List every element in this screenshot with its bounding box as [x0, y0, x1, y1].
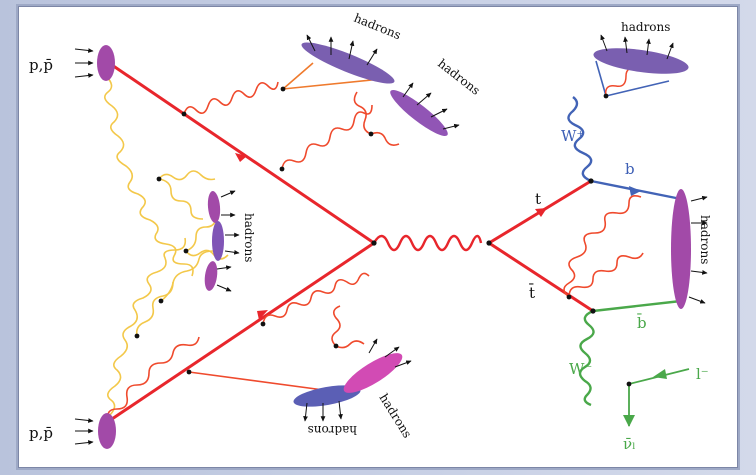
beam-label-top: p,p̄: [29, 56, 53, 74]
bottom-center-vertices: [186, 321, 339, 375]
yellow-gluon-upper-left: [104, 75, 194, 277]
bbar-label: b̄: [637, 314, 647, 332]
hadrons-label-top-2: hadrons: [435, 56, 483, 97]
quark-lines: [108, 61, 594, 423]
incoming-quark-bottom: [108, 241, 375, 423]
hadrons-label-left: hadrons: [242, 213, 256, 262]
yellow-gluon-branch-1: [158, 170, 216, 181]
yellow-gluon-branch-4: [185, 218, 217, 252]
quark-arrows: [235, 153, 547, 320]
bottom-center-hadrons: [293, 338, 412, 422]
antitop-decay: [563, 195, 690, 426]
vertex: [590, 308, 596, 314]
top-center-hadrons: [301, 34, 460, 137]
top-right-hadrons: [593, 34, 689, 74]
hadrons-label-topright: hadrons: [621, 20, 670, 34]
yellow-gluon-branch-2: [158, 178, 204, 220]
top-label: t: [535, 190, 541, 208]
bbar-quark-line: [592, 299, 682, 313]
neutrino-label: ν̄ₗ: [623, 435, 636, 453]
proton-beam-bottom: [74, 413, 116, 449]
hadrons-label-top-1: hadrons: [352, 11, 403, 42]
antitop-label: t̄: [529, 284, 535, 302]
vertex: [371, 240, 377, 246]
beam-label-bottom: p,p̄: [29, 424, 53, 442]
vertex: [486, 240, 492, 246]
antitop-quark-line: [488, 241, 594, 313]
hadrons-label-right: hadrons: [698, 215, 712, 264]
b-label: b: [625, 160, 635, 178]
lepton-label: l⁻: [696, 365, 709, 383]
bottom-center-radiation: [107, 272, 370, 422]
w-plus-boson: [567, 96, 593, 183]
green-arrows: [623, 369, 667, 427]
hadrons-label-bottom-2: hadrons: [376, 391, 414, 440]
left-hadron-cluster: [204, 190, 240, 292]
yellow-vertices: [134, 176, 189, 339]
feynman-diagram: p,p̄ p,p̄ hadrons hadrons hadrons hadron…: [29, 11, 712, 453]
vertex: [588, 178, 594, 184]
yellow-gluon-branch-6: [135, 281, 174, 337]
w-minus-label: W⁻: [569, 360, 592, 378]
top-center-vertices: [181, 86, 374, 172]
top-decay: [567, 60, 682, 201]
diagram-panel: p,p̄ p,p̄ hadrons hadrons hadrons hadron…: [18, 6, 738, 468]
vertex: [626, 381, 632, 387]
w-plus-label: W⁺: [561, 127, 584, 145]
central-gluon: [372, 234, 483, 252]
incoming-quark-top: [108, 61, 375, 245]
yellow-gluon-lower-left: [107, 237, 187, 417]
hadrons-label-bottom-1: hadrons: [308, 423, 357, 437]
vertex: [566, 294, 572, 300]
vertex: [603, 93, 609, 99]
proton-beam-top: [74, 45, 115, 81]
right-hadrons: [671, 189, 708, 309]
initial-state-radiation: [104, 75, 229, 417]
w-minus-boson: [578, 309, 595, 407]
